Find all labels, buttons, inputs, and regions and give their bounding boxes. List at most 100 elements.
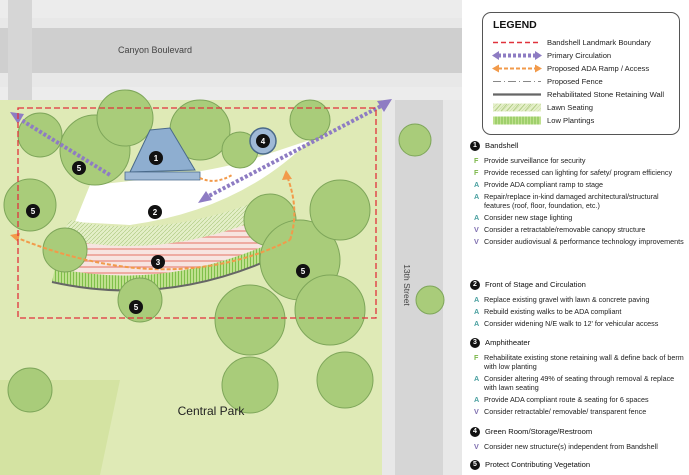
item-text: Rebuild existing walks to be ADA complia… (484, 307, 622, 316)
item-code: V (474, 225, 479, 234)
bandshell-landmark-boundary (17, 107, 377, 319)
list-item: A Repair/replace in-kind damaged architec… (470, 192, 685, 210)
marker-2: 2 (148, 205, 162, 219)
svg-text:5: 5 (77, 164, 82, 173)
item-code: A (474, 192, 480, 201)
list-item: V Consider audiovisual & performance tech… (470, 237, 685, 246)
legend-item-fence: Proposed Fence (491, 76, 676, 87)
item-code: A (474, 374, 480, 383)
section-title: Green Room/Storage/Restroom (485, 427, 593, 436)
legend-item-low-plantings: Low Plantings (491, 115, 676, 126)
legend-label: Primary Circulation (547, 51, 612, 60)
retaining-wall (51, 253, 283, 292)
section-number: 5 (470, 460, 480, 470)
dashed-red-line-icon (493, 41, 541, 44)
item-text: Consider new stage lighting (484, 213, 573, 222)
item-text: Provide recessed can lighting for safety… (484, 168, 673, 177)
section-number: 1 (470, 141, 480, 151)
item-code: V (474, 237, 479, 246)
marker-5d: 5 (129, 300, 143, 314)
svg-text:5: 5 (301, 267, 306, 276)
purple-dotted-arrow-icon (492, 51, 542, 60)
marker-3: 3 (151, 255, 165, 269)
gray-solid-line-icon (493, 93, 541, 96)
list-item: A Consider altering 49% of seating throug… (470, 374, 685, 392)
section-number: 4 (470, 427, 480, 437)
list-item: F Rehabilitate existing stone retaining w… (470, 353, 685, 371)
ada-route-arc (14, 236, 291, 271)
item-code: A (474, 307, 480, 316)
list-item: V Consider new structure(s) independent f… (470, 442, 685, 451)
list-item: A Consider new stage lighting (470, 213, 685, 222)
amphitheater-seating (55, 215, 278, 276)
legend-label: Proposed Fence (547, 77, 603, 86)
item-text: Provide ADA compliant ramp to stage (484, 180, 604, 189)
item-code: F (474, 353, 479, 362)
marker-5b: 5 (26, 204, 40, 218)
green-hatch-icon (493, 116, 541, 125)
lawn-hatch-icon (493, 103, 541, 112)
section-5: 5 Protect Contributing Vegetation (470, 460, 685, 472)
svg-text:2: 2 (153, 208, 158, 217)
svg-text:5: 5 (134, 303, 139, 312)
list-item: F Provide recessed can lighting for safet… (470, 168, 685, 177)
canyon-boulevard-label: Canyon Boulevard (118, 45, 192, 55)
item-text: Consider retractable/ removable/ transpa… (484, 407, 647, 416)
section-title: Bandshell (485, 141, 519, 150)
legend-item-lawn: Lawn Seating (491, 102, 676, 113)
marker-5c: 5 (296, 264, 310, 278)
marker-1: 1 (149, 151, 163, 165)
svg-text:4: 4 (261, 137, 266, 146)
marker-5a: 5 (72, 161, 86, 175)
section-1: 1 Bandshell F Provide surveillance for sec… (470, 141, 685, 246)
item-text: Rehabilitate existing stone retaining wa… (484, 353, 684, 371)
west-street (8, 0, 32, 110)
legend-label: Lawn Seating (547, 103, 594, 112)
section-title: Amphitheater (485, 338, 531, 347)
item-code: A (474, 213, 480, 222)
legend-item-wall: Rehabilitated Stone Retaining Wall (491, 89, 676, 100)
list-item: V Consider a retractable/removable canopy… (470, 225, 685, 234)
item-code: A (474, 180, 480, 189)
item-code: F (474, 156, 479, 165)
item-code: V (474, 442, 479, 451)
bandshell-structure (129, 127, 196, 173)
13th-street-label: 13th Street (402, 264, 412, 306)
item-text: Consider new structure(s) independent fr… (484, 442, 658, 451)
svg-text:1: 1 (154, 154, 159, 163)
primary-circulation-west (16, 116, 112, 177)
item-text: Provide surveillance for security (484, 156, 586, 165)
lawn-seating-area (60, 200, 270, 247)
legend-box: LEGEND Bandshell Landmark Boundary Prima… (482, 12, 680, 135)
section-4: 4 Green Room/Storage/Restroom V Consider n… (470, 427, 685, 451)
item-text: Repair/replace in-kind damaged architect… (484, 192, 659, 210)
section-title: Protect Contributing Vegetation (485, 460, 591, 469)
item-text: Consider altering 49% of seating through… (484, 374, 675, 392)
item-code: F (474, 168, 479, 177)
legend-label: Rehabilitated Stone Retaining Wall (547, 90, 665, 99)
legend-title: LEGEND (493, 19, 537, 31)
svg-text:5: 5 (31, 207, 36, 216)
svg-text:3: 3 (156, 258, 161, 267)
gray-dash-line-icon (493, 81, 541, 82)
section-number: 2 (470, 280, 480, 290)
item-text: Consider a retractable/removable canopy … (484, 225, 646, 234)
list-item: A Rebuild existing walks to be ADA compli… (470, 307, 685, 316)
trees (3, 89, 445, 414)
legend-label: Low Plantings (547, 116, 595, 125)
marker-4: 4 (256, 134, 270, 148)
site-plan-map: 1 2 3 4 5 5 5 5 Canyon Boulevard 13th St… (0, 0, 462, 475)
legend-item-circulation: Primary Circulation (491, 50, 676, 61)
item-text: Consider audiovisual & performance techn… (484, 237, 684, 246)
item-code: A (474, 319, 480, 328)
legend-item-boundary: Bandshell Landmark Boundary (491, 37, 676, 48)
item-code: A (474, 295, 480, 304)
legend-label: Bandshell Landmark Boundary (547, 38, 651, 47)
legend-label: Proposed ADA Ramp / Access (547, 64, 650, 73)
